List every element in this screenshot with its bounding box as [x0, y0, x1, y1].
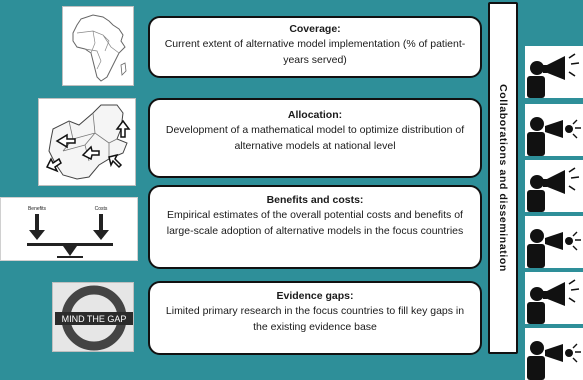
collaborations-bar: Collaborations and dissemination — [488, 2, 518, 354]
card-body: Limited primary research in the focus co… — [165, 305, 465, 333]
card-title: Coverage: — [289, 23, 341, 35]
zambia-map-icon — [45, 104, 131, 180]
card-title: Allocation: — [287, 109, 343, 121]
balance-scale-image: Benefits Costs — [0, 197, 138, 261]
benefits-label: Benefits — [28, 206, 47, 212]
arrow-icon — [115, 119, 131, 138]
benefits-costs-card: Benefits and costs: Empirical estimates … — [148, 185, 482, 269]
evidence-gaps-card: Evidence gaps: Limited primary research … — [148, 281, 482, 355]
card-title: Benefits and costs: — [266, 194, 364, 206]
zambia-map-image — [38, 98, 136, 186]
arrow-icon — [55, 133, 76, 149]
costs-label: Costs — [95, 206, 108, 212]
megaphone-person-icon — [525, 46, 583, 98]
megaphone-person-icon — [525, 216, 583, 268]
megaphone-person-icon — [525, 160, 583, 212]
africa-map-icon — [72, 14, 127, 82]
arrow-icon — [108, 153, 123, 169]
balance-scale-icon: Benefits Costs — [27, 206, 113, 258]
collaborations-label: Collaborations and dissemination — [497, 84, 509, 272]
coverage-card: Coverage: Current extent of alternative … — [148, 16, 482, 78]
allocation-card: Allocation: Development of a mathematica… — [148, 98, 482, 178]
card-body: Current extent of alternative model impl… — [164, 38, 466, 66]
card-body: Development of a mathematical model to o… — [165, 124, 465, 152]
arrow-icon — [81, 145, 100, 161]
megaphone-person-icon — [525, 328, 583, 380]
card-body: Empirical estimates of the overall poten… — [166, 209, 464, 237]
megaphone-person-icon — [525, 104, 583, 156]
megaphone-person-icon — [525, 272, 583, 324]
mind-the-gap-image: MIND THE GAP — [52, 282, 134, 352]
arrow-icon — [45, 157, 62, 173]
gap-sign-text: MIND THE GAP — [62, 314, 127, 324]
africa-map-image — [62, 6, 134, 86]
mind-the-gap-sign-icon: MIND THE GAP — [55, 285, 133, 351]
card-title: Evidence gaps: — [276, 290, 354, 302]
